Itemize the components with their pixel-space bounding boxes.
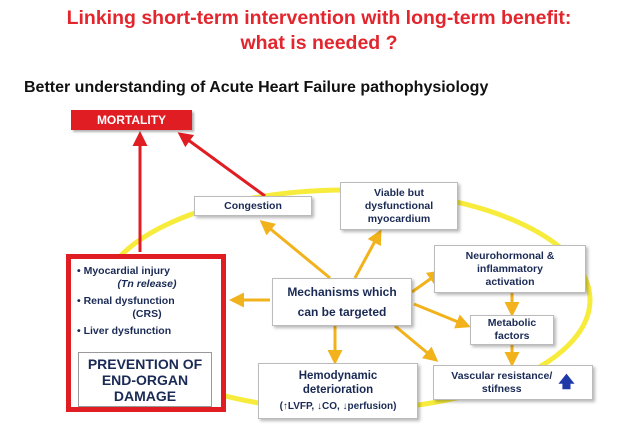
list-item: • Liver dysfunction	[77, 325, 172, 337]
arrow-mech-to-congestion	[259, 220, 331, 280]
viable-myocardium-label: Viable but dysfunctional myocardium	[364, 186, 434, 225]
liver-dysfunction-label: Liver dysfunction	[83, 325, 172, 337]
hemodynamic-label: Hemodynamic deterioration	[298, 370, 378, 396]
myocardial-injury-label: Myocardial injury	[83, 265, 170, 277]
title-line-2: what is needed ?	[240, 32, 398, 54]
neurohormonal-label: Neurohormonal & inflammatory activation	[465, 249, 555, 288]
viable-myocardium-box: Viable but dysfunctional myocardium	[340, 182, 458, 230]
vascular-label: Vascular resistance/ stifness	[451, 369, 553, 395]
congestion-box: Congestion	[194, 196, 312, 216]
prevention-box: PREVENTION OF END-ORGAN DAMAGE	[78, 352, 212, 407]
up-arrow-icon: 🡅	[558, 373, 575, 391]
mechanisms-box: Mechanisms which can be targeted	[272, 278, 412, 326]
end-organ-list: • Myocardial injury (Tn release) • Renal…	[71, 259, 221, 338]
metabolic-box: Metabolic factors	[470, 315, 554, 345]
renal-dysfunction-sub: (CRS)	[132, 308, 162, 320]
list-item: • Renal dysfunction (CRS)	[77, 295, 217, 321]
renal-dysfunction-label: Renal dysfunction	[83, 295, 175, 307]
neurohormonal-box: Neurohormonal & inflammatory activation	[434, 245, 586, 293]
vascular-box: Vascular resistance/ stifness 🡅	[433, 365, 593, 400]
arrow-mech-to-viable	[353, 229, 382, 279]
slide-title: Linking short-term intervention with lon…	[0, 6, 638, 56]
congestion-label: Congestion	[224, 199, 282, 212]
metabolic-label: Metabolic factors	[487, 317, 537, 342]
end-organ-panel: • Myocardial injury (Tn release) • Renal…	[66, 254, 226, 412]
slide-subtitle: Better understanding of Acute Heart Fail…	[24, 79, 489, 96]
arrow-mech-to-vascular	[394, 324, 439, 362]
hemodynamic-box: Hemodynamic deterioration (↑LVFP, ↓CO, ↓…	[258, 363, 418, 419]
arrow-congestion-to-mortality	[177, 132, 266, 198]
hemodynamic-detail: (↑LVFP, ↓CO, ↓perfusion)	[279, 401, 397, 412]
list-item: • Myocardial injury (Tn release)	[77, 265, 217, 291]
title-line-1: Linking short-term intervention with lon…	[66, 7, 572, 29]
mortality-box: MORTALITY	[71, 110, 192, 130]
mechanisms-label: Mechanisms which can be targeted	[287, 285, 397, 319]
myocardial-injury-sub: (Tn release)	[117, 278, 177, 290]
arrow-mech-to-metabolic	[413, 302, 471, 329]
